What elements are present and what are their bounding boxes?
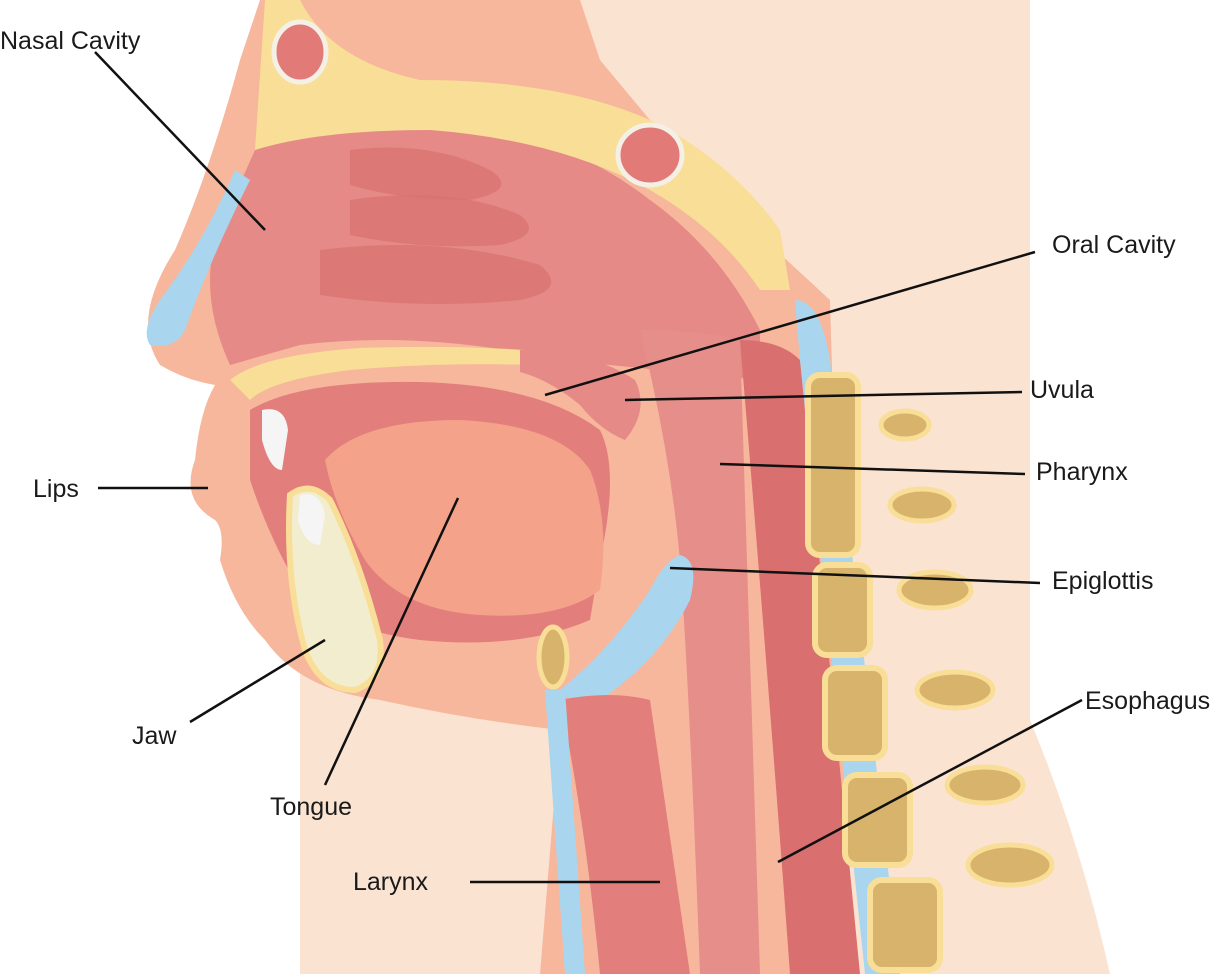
vertebra-2	[812, 562, 873, 658]
label-jaw: Jaw	[132, 722, 177, 750]
spinous-process-1	[878, 408, 932, 442]
label-esophagus: Esophagus	[1085, 687, 1211, 715]
vertebra-3	[822, 665, 888, 761]
uvula-leader	[624, 390, 1023, 402]
soft-palate	[520, 350, 641, 440]
spinous-process-6	[965, 842, 1055, 888]
label-larynx: Larynx	[353, 868, 429, 896]
vertebra-4	[842, 772, 913, 868]
leader-lines	[94, 51, 1083, 884]
tongue	[325, 420, 604, 616]
pharynx-leader	[719, 462, 1026, 476]
spinous-process-3	[896, 569, 974, 611]
turbinate-upper	[350, 147, 502, 200]
tongue-leader	[323, 497, 460, 786]
label-epiglottis: Epiglottis	[1052, 567, 1154, 595]
nasal-cartilage	[146, 170, 250, 346]
turbinate-lower	[320, 245, 552, 304]
label-uvula: Uvula	[1030, 376, 1094, 404]
esophagus-leader	[777, 698, 1083, 864]
vertebra-1	[805, 372, 861, 558]
spinous-process-4	[914, 669, 996, 711]
esophagus	[740, 340, 860, 974]
hard-palate	[230, 346, 530, 400]
label-pharynx: Pharynx	[1036, 458, 1128, 486]
lower-tooth	[298, 494, 325, 545]
pharynx	[640, 330, 760, 974]
larynx-trachea	[560, 695, 690, 974]
trachea-cartilage	[545, 690, 585, 974]
jaw-leader	[189, 638, 326, 724]
oral-cavity-leader	[544, 250, 1036, 397]
vertebra-5	[867, 877, 943, 973]
label-oral-cavity: Oral Cavity	[1052, 231, 1176, 259]
epiglottis	[560, 555, 694, 704]
sphenoid-sinus	[615, 122, 685, 188]
turbinate-middle	[350, 195, 529, 247]
nasal-cavity-tissue	[210, 114, 760, 380]
spinous-process-5	[944, 764, 1026, 806]
label-nasal-cavity: Nasal Cavity	[0, 27, 141, 55]
upper-tooth	[262, 409, 288, 470]
skull-bone	[255, 0, 790, 290]
label-tongue: Tongue	[270, 793, 353, 821]
frontal-sinus	[271, 19, 329, 85]
nasal-cavity-leader	[94, 51, 266, 231]
spinous-process-2	[887, 486, 957, 524]
epiglottis-leader	[669, 566, 1041, 585]
label-lips: Lips	[33, 475, 79, 503]
hyoid-bone	[536, 624, 570, 690]
